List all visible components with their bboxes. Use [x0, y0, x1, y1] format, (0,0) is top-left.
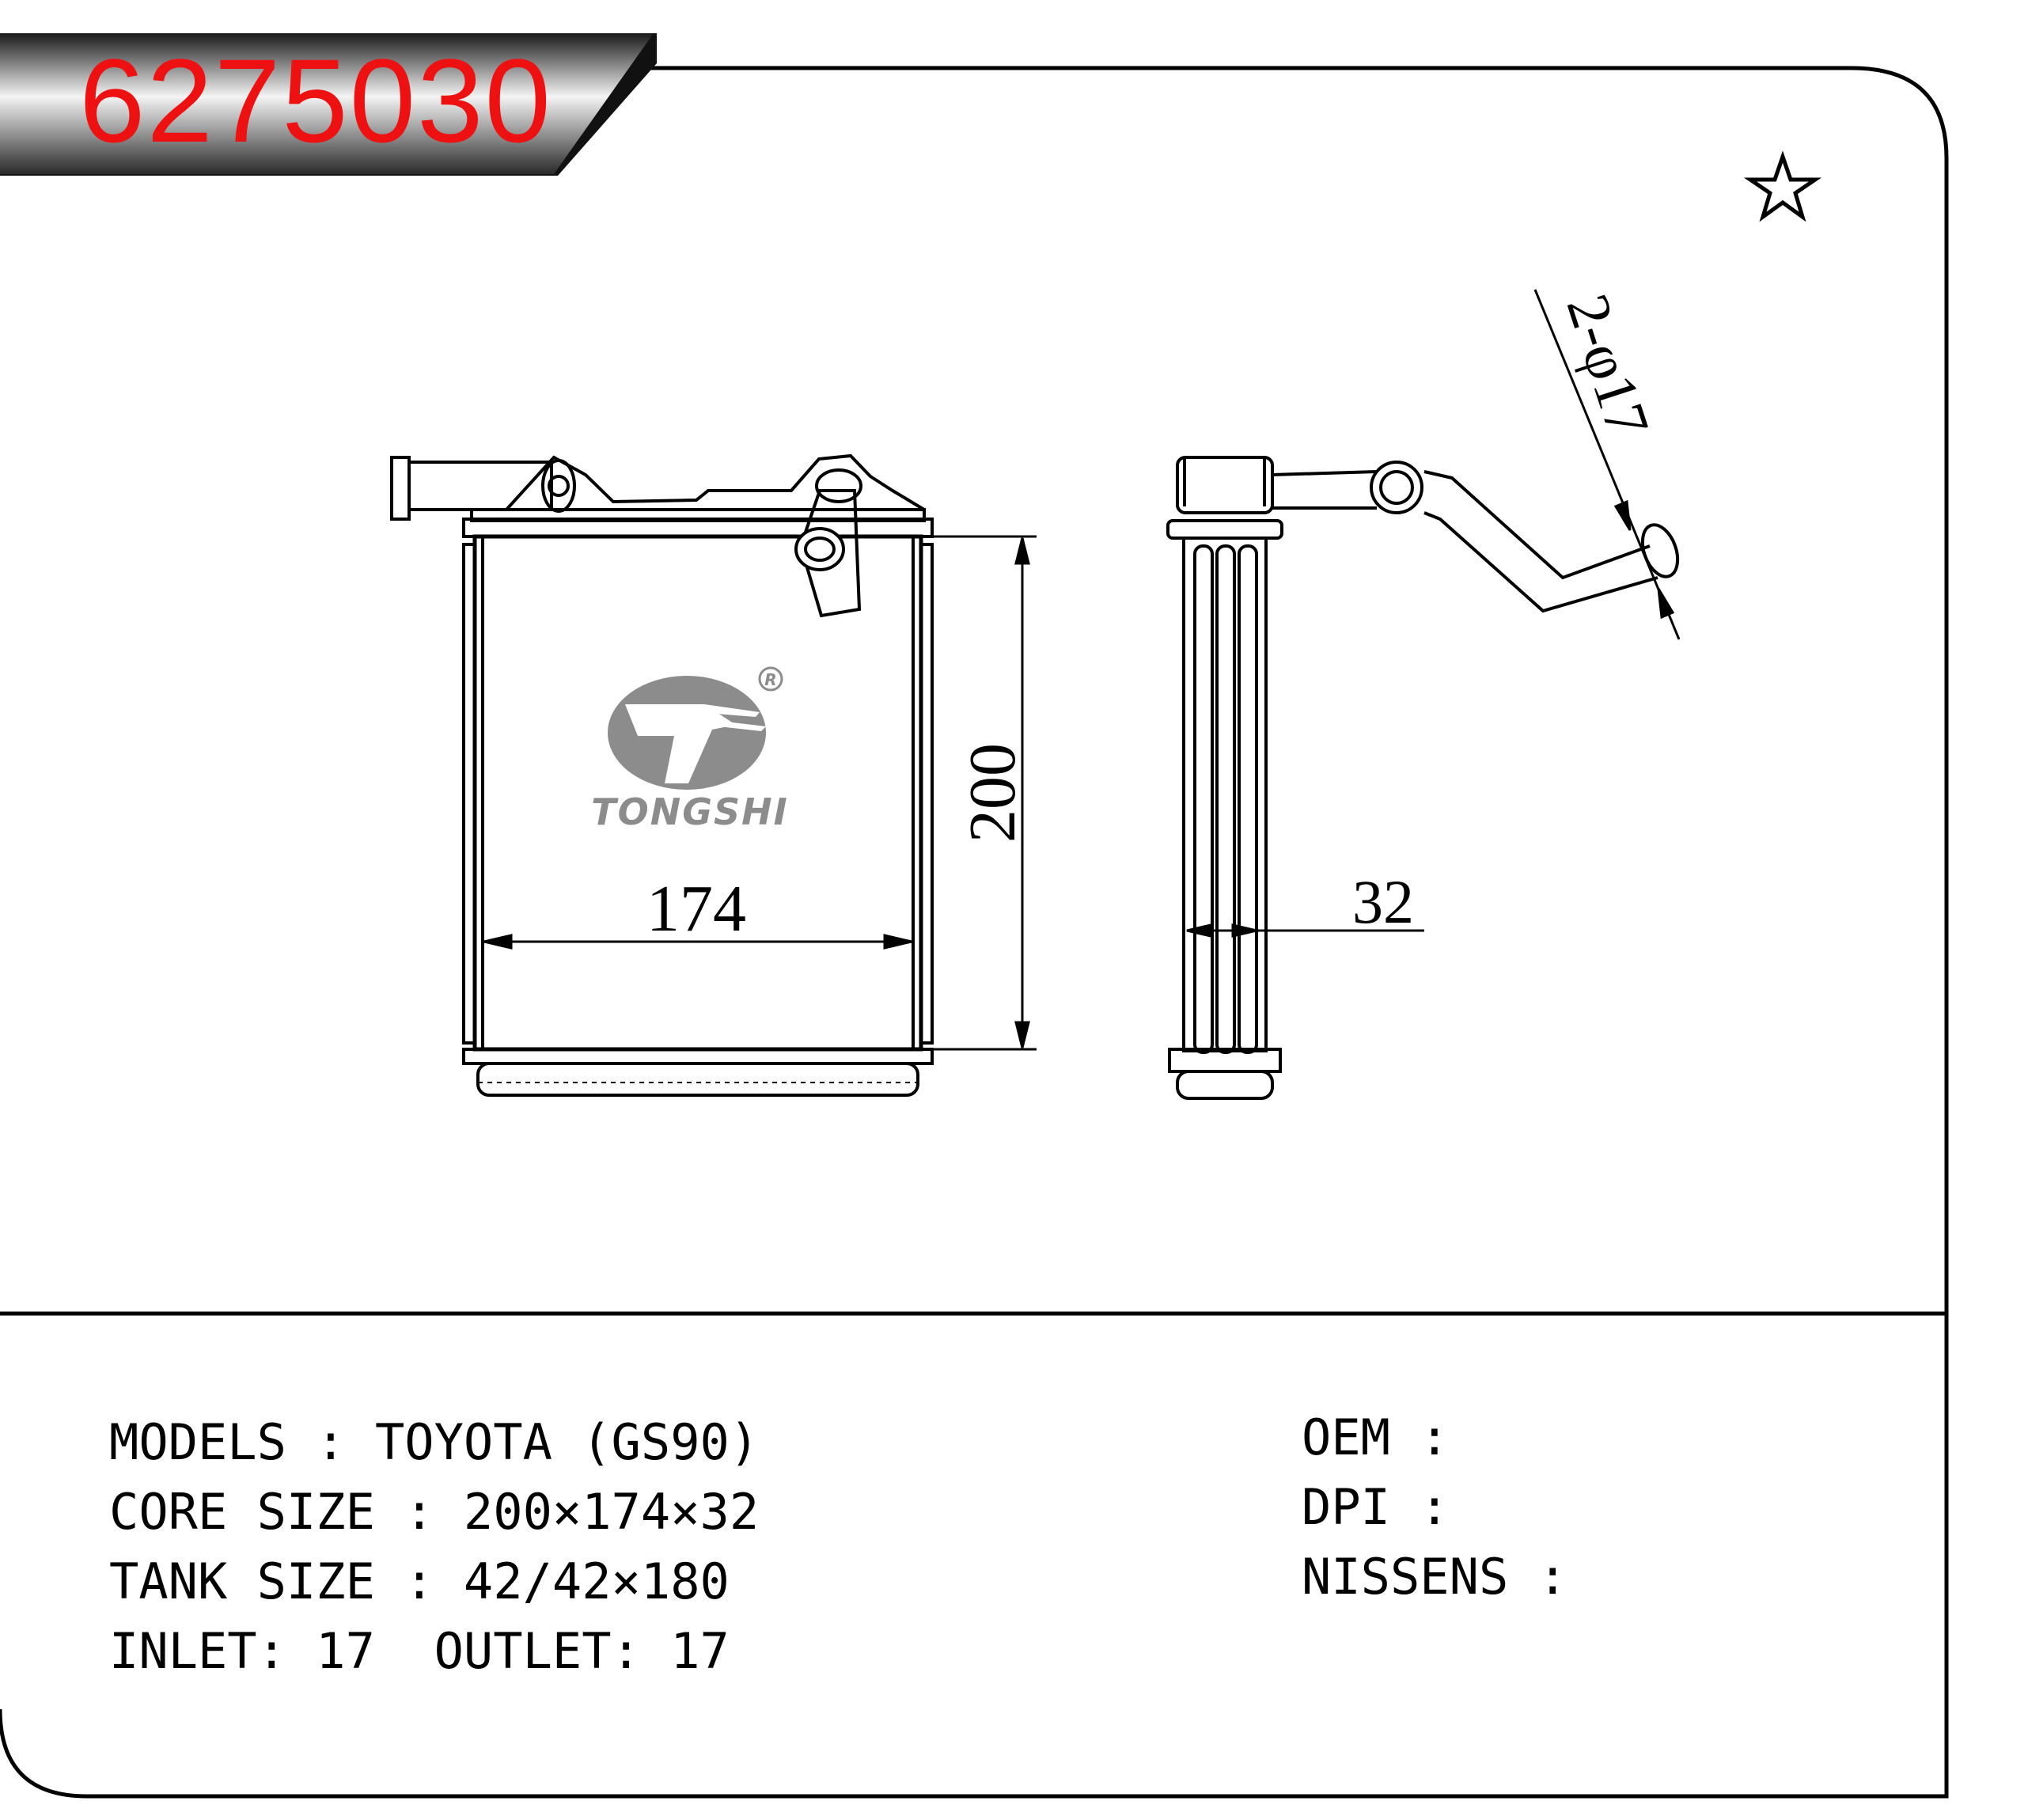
frame-border	[0, 66, 1949, 1799]
svg-text:R: R	[764, 670, 776, 689]
front-dimensions	[483, 535, 1037, 1051]
side-view	[1166, 456, 1680, 1100]
registered-mark-icon	[758, 666, 783, 692]
brand-name: TONGSHI	[591, 791, 788, 833]
pipe-diameter-label: 2-φ17	[1554, 286, 1662, 445]
spec-inlet-outlet: INLET: 17 OUTLET: 17	[109, 1622, 730, 1680]
star-icon	[1743, 150, 1822, 222]
spec-dpi: DPI :	[1302, 1478, 1450, 1536]
spec-oem: OEM :	[1302, 1409, 1450, 1466]
width-dimension-label: 174	[646, 872, 746, 946]
front-view	[390, 453, 934, 1097]
spec-tank-size: TANK SIZE : 42/42×180	[109, 1553, 730, 1610]
tongshi-logo: R TONGSHI	[591, 666, 788, 833]
spec-models: MODELS : TOYOTA (GS90)	[109, 1413, 760, 1471]
part-number: 6275030	[79, 34, 552, 167]
side-dimensions	[1186, 289, 1681, 938]
spec-nissens: NISSENS :	[1302, 1548, 1567, 1606]
part-number-banner	[0, 33, 654, 174]
height-dimension-label: 200	[956, 743, 1029, 843]
thickness-dimension-label: 32	[1352, 867, 1414, 936]
spec-core-size: CORE SIZE : 200×174×32	[109, 1483, 760, 1541]
